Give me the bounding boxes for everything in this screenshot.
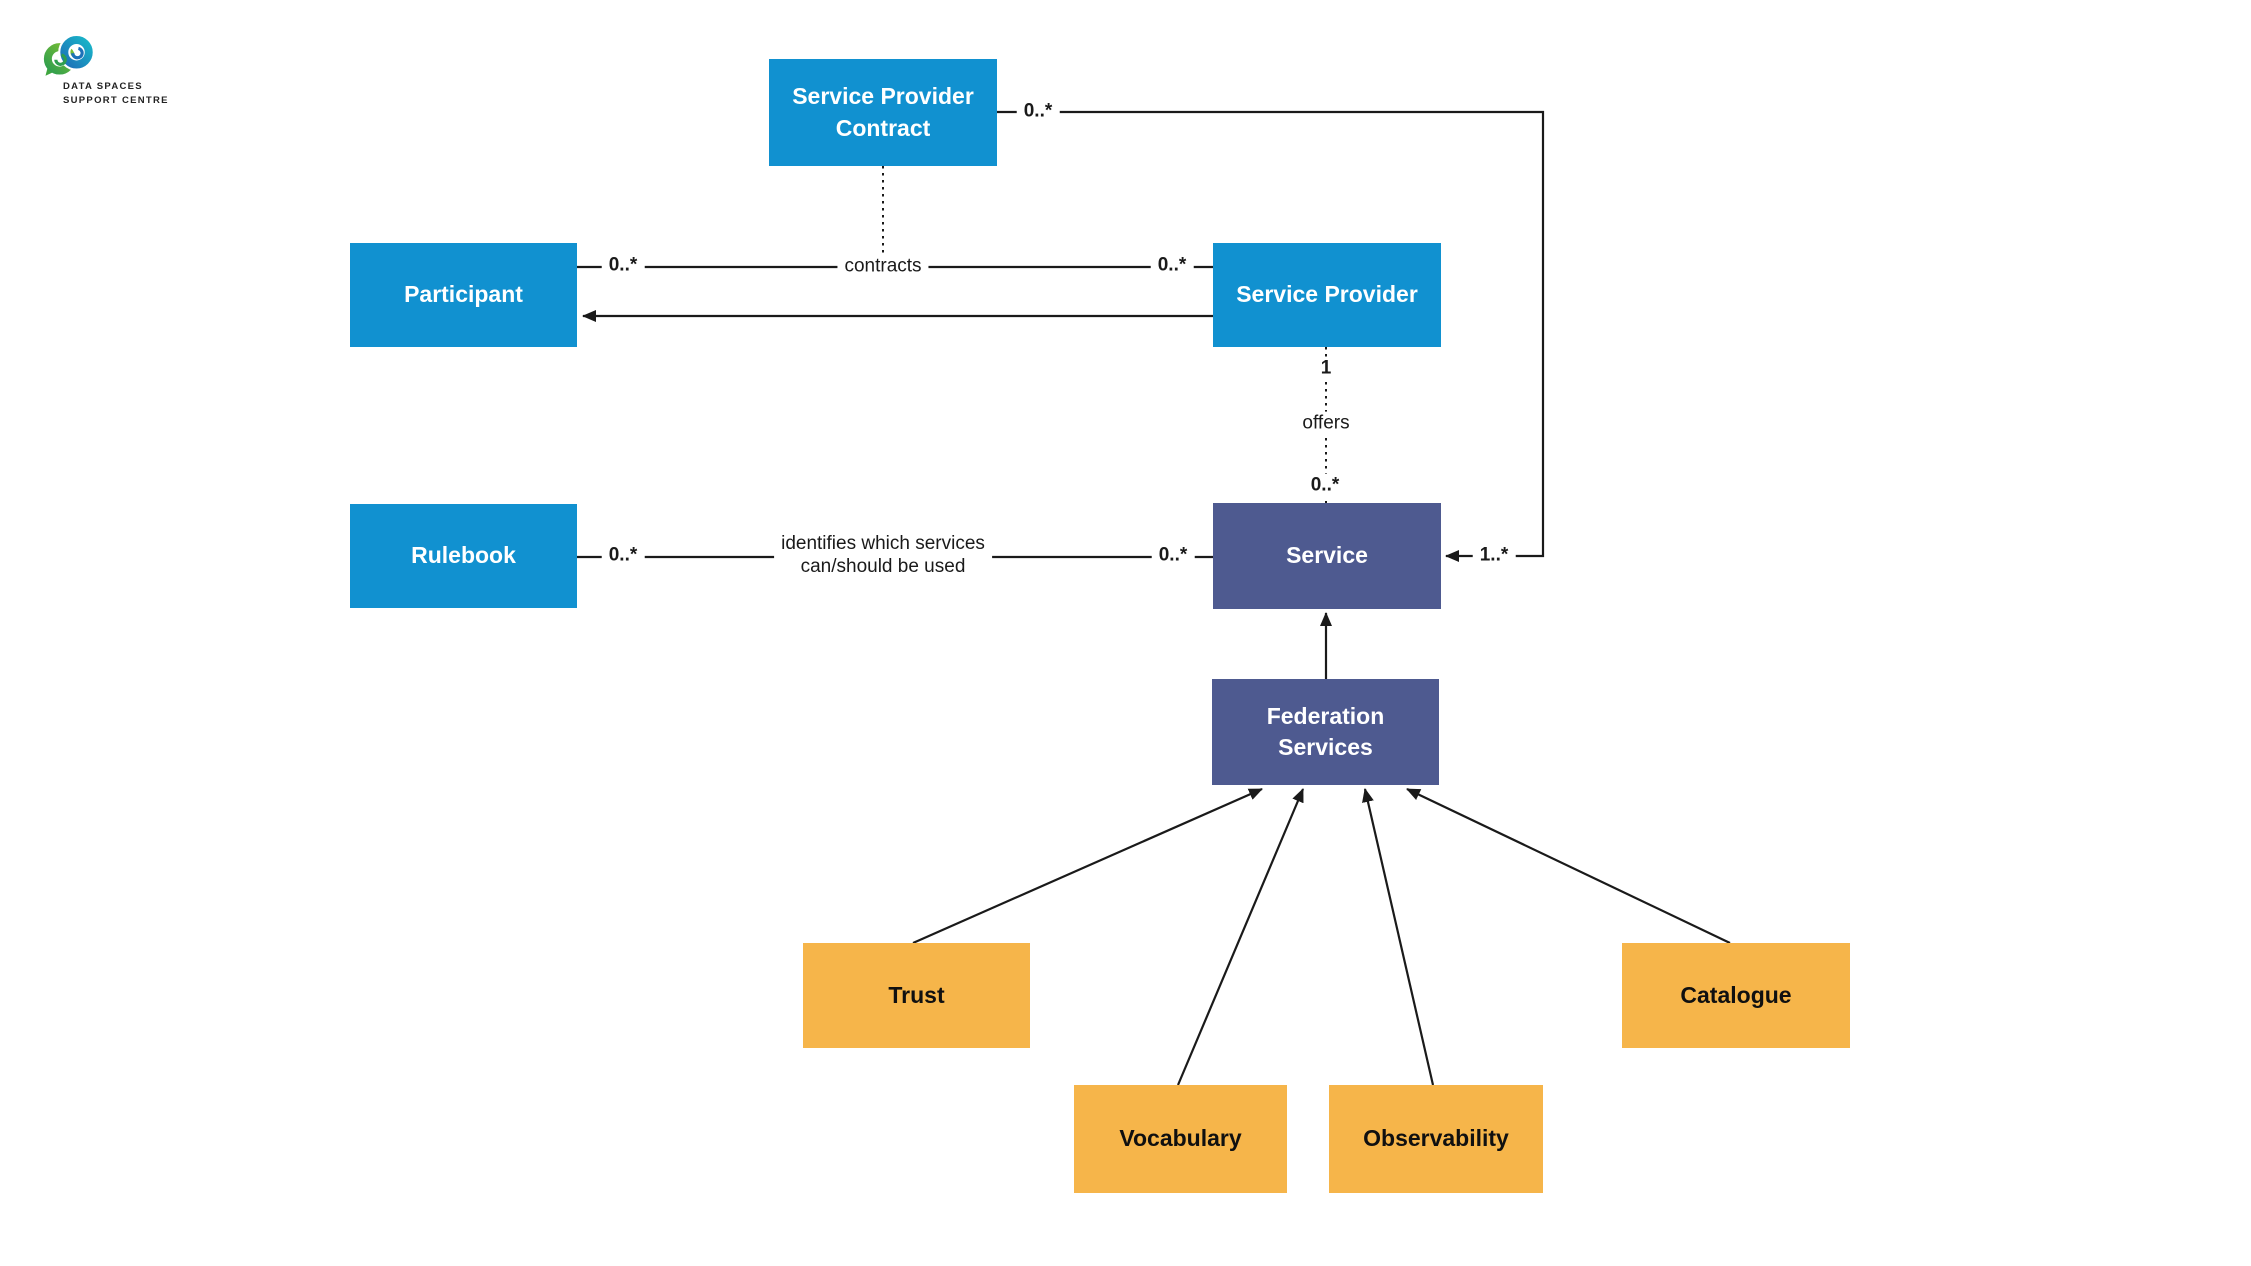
edge-trust-to-federationservices-arrow: [912, 787, 1263, 945]
node-service-provider: Service Provider: [1213, 243, 1441, 347]
node-label: Service Provider: [1236, 281, 1418, 308]
association-label-contracts: contracts: [837, 254, 929, 280]
node-label: Vocabulary: [1119, 1125, 1242, 1152]
dssc-swirl-icon: [43, 33, 95, 76]
node-rulebook: Rulebook: [350, 504, 577, 608]
node-label: Catalogue: [1680, 981, 1792, 1008]
node-label: Service Provider Contract: [792, 83, 974, 141]
multiplicity-service-right: 1..*: [1472, 543, 1516, 569]
association-label-identifies: identifies which services can/should be …: [774, 532, 992, 580]
node-federation-services: Federation Services: [1212, 679, 1439, 785]
node-observability: Observability: [1329, 1085, 1543, 1193]
node-service: Service: [1213, 503, 1441, 609]
node-label: Rulebook: [411, 542, 516, 569]
multiplicity-service-left: 0..*: [1151, 543, 1195, 569]
node-catalogue: Catalogue: [1622, 943, 1850, 1048]
dssc-logo: DATA SPACES SUPPORT CENTRE: [38, 28, 258, 118]
node-service-provider-contract: Service Provider Contract: [769, 59, 997, 166]
multiplicity-offers-target: 0..*: [1303, 473, 1347, 499]
logo-line1: DATA SPACES: [63, 81, 143, 92]
edge-catalogue-to-federationservices-arrow: [1406, 788, 1731, 944]
identifies-line1: identifies which services: [781, 533, 985, 555]
node-participant: Participant: [350, 243, 577, 347]
node-trust: Trust: [803, 943, 1030, 1048]
edge-observability-to-federationservices-arrow: [1362, 788, 1435, 1086]
node-label: Observability: [1363, 1125, 1509, 1152]
node-label: Federation Services: [1266, 702, 1385, 760]
multiplicity-rulebook-side: 0..*: [601, 543, 645, 569]
identifies-line2: can/should be used: [800, 556, 966, 577]
node-label: Trust: [888, 981, 945, 1008]
association-label-offers: offers: [1295, 411, 1357, 437]
multiplicity-serviceprovider-side: 0..*: [1150, 253, 1194, 279]
logo-line2: SUPPORT CENTRE: [63, 94, 169, 106]
multiplicity-offers-source: 1: [1313, 356, 1339, 382]
multiplicity-contract-side: 0..*: [1016, 99, 1060, 125]
node-label: Service: [1286, 542, 1368, 569]
logo-text: DATA SPACES SUPPORT CENTRE: [63, 80, 169, 108]
node-label: Participant: [404, 281, 523, 308]
edge-vocabulary-to-federationservices-arrow: [1176, 788, 1305, 1086]
node-vocabulary: Vocabulary: [1074, 1085, 1287, 1193]
multiplicity-participant-side: 0..*: [601, 253, 645, 279]
